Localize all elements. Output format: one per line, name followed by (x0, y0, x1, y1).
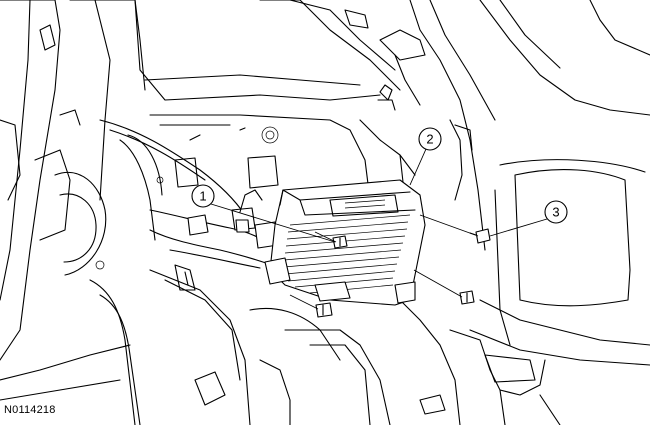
lower-right-trim (419, 329, 561, 425)
callout-leaders (210, 148, 548, 243)
alignment-lines (289, 214, 479, 310)
quarter-window (469, 159, 650, 366)
left-body-panel (0, 0, 163, 401)
figure-id: N0114218 (4, 404, 56, 416)
bolt-lower-right (459, 290, 475, 305)
bolt-3-upper (469, 228, 491, 244)
callout-3-label: 3 (552, 205, 559, 220)
callout-1: 1 (191, 184, 215, 208)
callout-1-label: 1 (199, 189, 206, 204)
callout-3: 3 (544, 200, 568, 224)
upper-body-structure (134, 0, 650, 266)
audio-module (264, 179, 426, 306)
floor-structure (89, 264, 461, 425)
bolt-1 (332, 235, 348, 249)
callout-2-label: 2 (426, 132, 433, 147)
callout-2: 2 (418, 127, 442, 151)
bolt-lower-left (315, 302, 333, 318)
